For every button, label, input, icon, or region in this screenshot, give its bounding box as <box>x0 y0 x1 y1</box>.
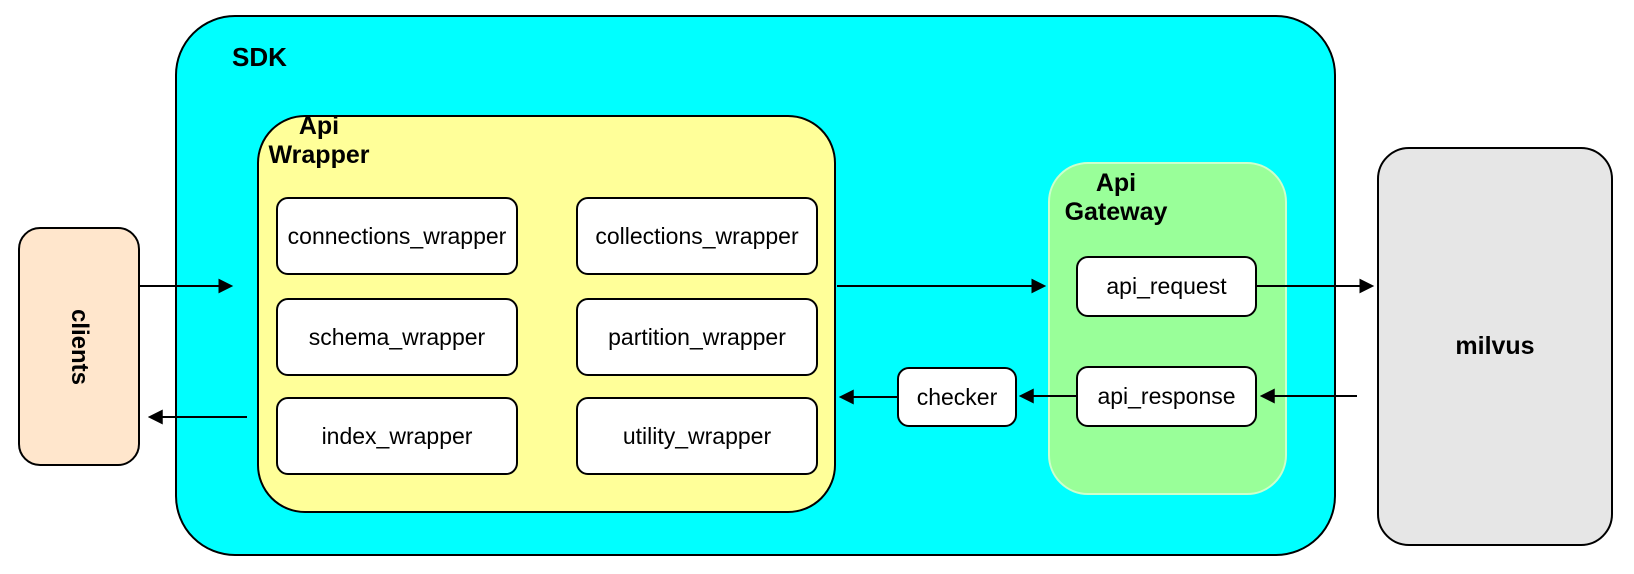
sdk-label: SDK <box>232 42 287 72</box>
api-wrapper-label-line2: Wrapper <box>268 141 370 169</box>
api-response-box: api_response <box>1076 366 1257 427</box>
connections-wrapper-label: connections_wrapper <box>287 222 507 249</box>
api-wrapper-label: Api Wrapper <box>258 112 380 170</box>
index-wrapper-label: index_wrapper <box>321 422 473 449</box>
checker-label: checker <box>916 383 998 410</box>
schema-wrapper-label: schema_wrapper <box>308 323 486 350</box>
clients-box: clients <box>18 227 140 466</box>
api-gateway-container <box>1048 162 1287 495</box>
api-wrapper-label-line1: Api <box>298 112 340 140</box>
collections-wrapper-box: collections_wrapper <box>576 197 818 275</box>
api-gateway-label-line2: Gateway <box>1064 198 1168 226</box>
api-request-box: api_request <box>1076 256 1257 317</box>
milvus-box: milvus <box>1377 147 1613 546</box>
collections-wrapper-label: collections_wrapper <box>595 222 799 249</box>
clients-label: clients <box>66 308 93 385</box>
partition-wrapper-label: partition_wrapper <box>608 323 786 350</box>
api-response-label: api_response <box>1097 383 1236 409</box>
api-request-label: api_request <box>1106 273 1227 299</box>
utility-wrapper-label: utility_wrapper <box>622 422 772 449</box>
schema-wrapper-box: schema_wrapper <box>276 298 518 376</box>
index-wrapper-box: index_wrapper <box>276 397 518 475</box>
connections-wrapper-box: connections_wrapper <box>276 197 518 275</box>
partition-wrapper-box: partition_wrapper <box>576 298 818 376</box>
api-gateway-label: Api Gateway <box>1051 169 1181 227</box>
checker-box: checker <box>897 367 1017 427</box>
milvus-label: milvus <box>1455 332 1535 360</box>
api-gateway-label-line1: Api <box>1095 169 1137 197</box>
utility-wrapper-box: utility_wrapper <box>576 397 818 475</box>
